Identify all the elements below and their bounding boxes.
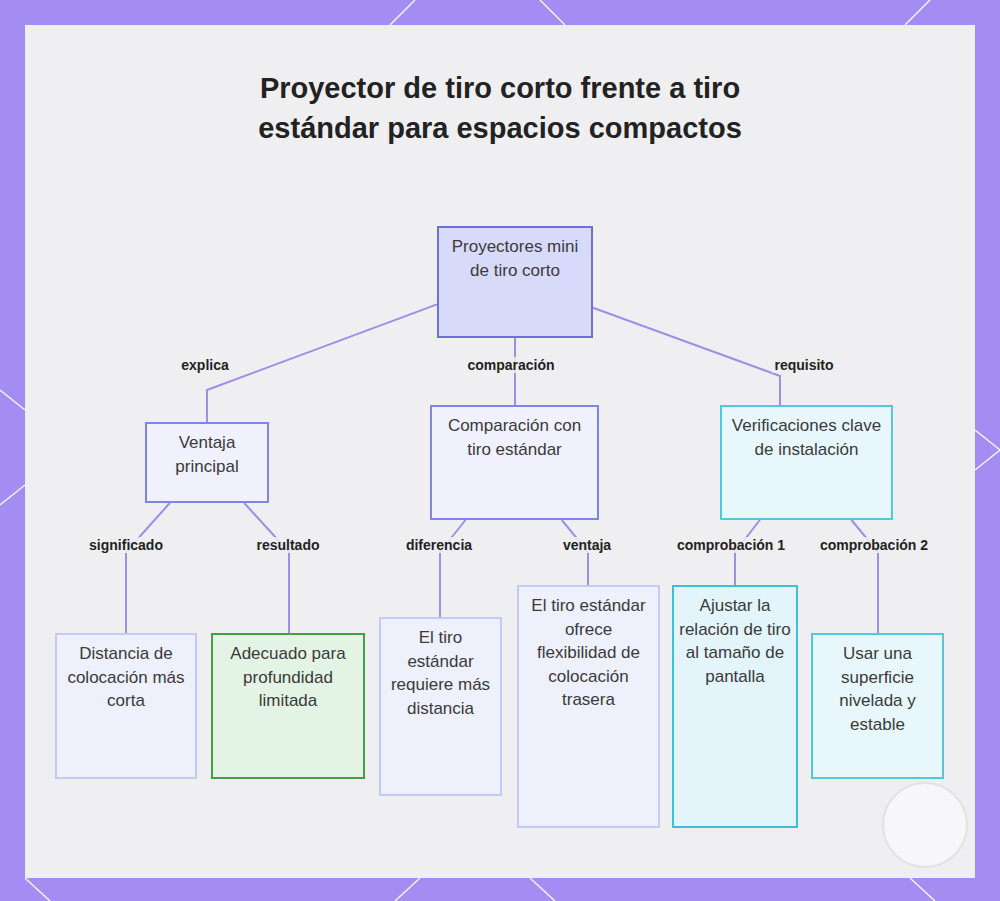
topic-box: Comparación con tiro estándar [430,405,599,520]
node-text: Usar una superficie nivelada y estable [818,642,937,736]
edge-label: comprobación 2 [818,537,930,553]
detail-box: Usar una superficie nivelada y estable [811,633,944,779]
node-text: El tiro estándar ofrece flexibilidad de … [524,594,653,712]
connector-line [440,520,465,617]
detail-box: Adecuado para profundidad limitada [211,633,365,779]
diagram-title: Proyector de tiro corto frente a tiro es… [230,68,770,148]
edge-label: significado [87,537,165,553]
topic-box: Verificaciones clave de instalación [720,405,893,520]
edge-label: explica [179,357,230,373]
node-text: Adecuado para profundidad limitada [218,642,358,713]
node-text: El tiro estándar requiere más distancia [386,626,495,720]
node-text: Ajustar la relación de tiro al tamaño de… [679,594,791,688]
topic-box: Ventaja principal [145,422,269,503]
connector-line [244,503,289,633]
detail-box: Distancia de colocación más corta [55,633,197,779]
edge-label: requisito [772,357,835,373]
root-box: Proyectores mini de tiro corto [437,226,593,338]
detail-box: El tiro estándar requiere más distancia [379,617,502,796]
edge-label: comparación [465,357,556,373]
connector-line [207,304,437,422]
node-text: Verificaciones clave de instalación [727,414,886,461]
node-text: Ventaja principal [152,431,262,478]
detail-box: Ajustar la relación de tiro al tamaño de… [672,585,798,828]
node-text: Proyectores mini de tiro corto [444,235,586,282]
node-text: Comparación con tiro estándar [437,414,592,461]
detail-box: El tiro estándar ofrece flexibilidad de … [517,585,660,828]
edge-label: comprobación 1 [675,537,787,553]
edge-label: ventaja [561,537,613,553]
edge-label: resultado [254,537,321,553]
connector-line [593,308,780,405]
node-text: Distancia de colocación más corta [62,642,190,713]
edge-label: diferencia [404,537,474,553]
connector-line [126,503,170,633]
